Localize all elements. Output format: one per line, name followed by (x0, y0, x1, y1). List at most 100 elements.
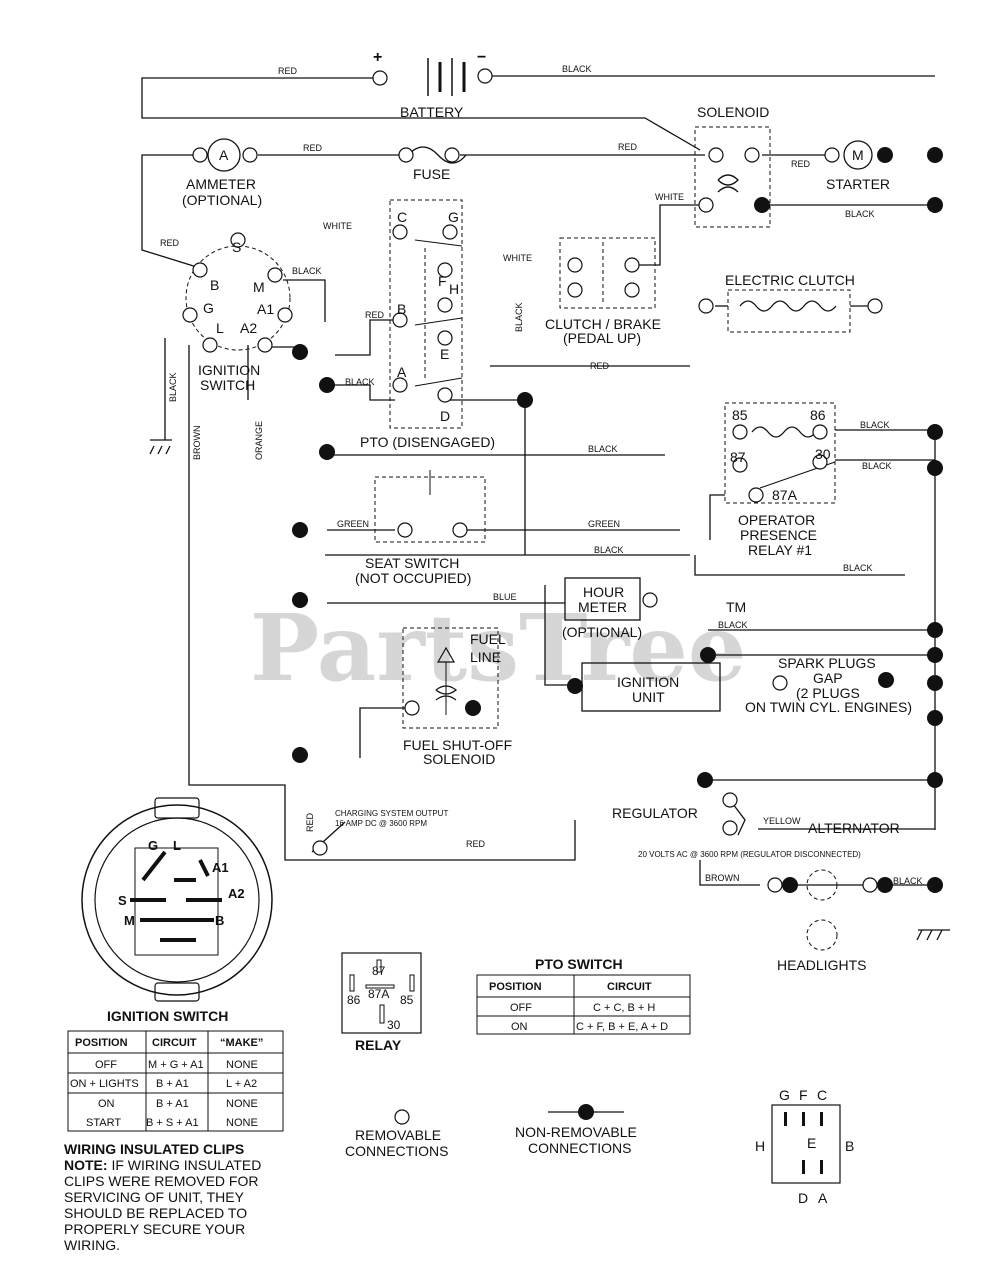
clutch-brake-label-1: CLUTCH / BRAKE (545, 316, 661, 332)
regulator-label: REGULATOR (612, 805, 698, 821)
ign-table-cell: B + A1 (156, 1098, 189, 1110)
wire-label-black: BLACK (168, 372, 178, 402)
fuel-solenoid-label-1: FUEL SHUT-OFF (403, 737, 512, 753)
wire-label-black: BLACK (845, 209, 875, 219)
wire-label-white: WHITE (323, 221, 352, 231)
ign-terminal-m: M (253, 279, 265, 295)
relay-terminal-87a: 87A (772, 487, 798, 503)
legend-removable-2: CONNECTIONS (345, 1143, 448, 1159)
wire-label-red: RED (305, 812, 315, 832)
ignition-unit-label-1: IGNITION (617, 674, 679, 690)
pinout-d: D (798, 1190, 808, 1206)
wire-label-white: WHITE (655, 192, 684, 202)
relay-detail-87a: 87A (368, 987, 389, 1001)
wire-label-black: BLACK (345, 377, 375, 387)
wiring-notes: WIRING INSULATED CLIPS NOTE: IF WIRING I… (64, 1141, 304, 1253)
wire-label-red: RED (160, 238, 180, 248)
wire-label-black: BLACK (893, 876, 923, 886)
wire-label-blue: BLUE (493, 592, 517, 602)
ign-detail-a1: A1 (212, 860, 229, 875)
ign-table-header: CIRCUIT (152, 1037, 197, 1049)
seat-switch-label-2: (NOT OCCUPIED) (355, 570, 471, 586)
fuse-label: FUSE (413, 166, 450, 182)
ign-detail-m: M (124, 913, 135, 928)
ammeter-label: AMMETER (186, 176, 256, 192)
ign-table-cell: B + S + A1 (146, 1117, 199, 1129)
ign-table-cell: B + A1 (156, 1078, 189, 1090)
wire-label-white: WHITE (503, 253, 532, 263)
pto-switch-table: PTO SWITCH POSITION CIRCUIT OFF C + C, B… (476, 956, 691, 1035)
charging-label-2: 16 AMP DC @ 3600 RPM (335, 819, 427, 828)
pinout-b: B (845, 1138, 854, 1154)
pto-terminal-b: B (397, 301, 406, 317)
pto-disengaged-label: PTO (DISENGAGED) (360, 434, 495, 450)
ignition-switch-detail: G L A1 S A2 M B IGNITION SWITCH (81, 797, 273, 1024)
battery-minus: − (477, 49, 486, 66)
pto-terminal-g: G (448, 209, 459, 225)
relay-terminal-30: 30 (815, 446, 831, 462)
pinout-f: F (799, 1087, 808, 1103)
relay-detail: 87 86 87A 85 30 RELAY (341, 952, 422, 1053)
wire-label-black: BLACK (292, 266, 322, 276)
notes-label: NOTE: (64, 1157, 108, 1173)
spark-plugs-label-2: GAP (813, 670, 843, 686)
component-labels: RED BLACK + − BATTERY SOLENOID A AMMETER… (160, 49, 923, 973)
pinout-h: H (755, 1138, 765, 1154)
notes-title: WIRING INSULATED CLIPS (64, 1141, 245, 1157)
pto-switch-title: PTO SWITCH (535, 956, 623, 972)
wire-label-black: BLACK (562, 64, 592, 74)
headlights-label: HEADLIGHTS (777, 957, 866, 973)
wire-label-red: RED (303, 143, 323, 153)
spark-plugs-label-4: ON TWIN CYL. ENGINES) (745, 699, 912, 715)
watermark-tm: TM (726, 599, 746, 615)
wire-label-black: BLACK (718, 620, 748, 630)
pinout-a: A (818, 1190, 828, 1206)
electric-clutch-label: ELECTRIC CLUTCH (725, 272, 855, 288)
starter-symbol: M (852, 147, 864, 163)
wire-label-black: BLACK (594, 545, 624, 555)
pto-table-cell: C + C, B + H (593, 1002, 655, 1014)
ign-terminal-a1: A1 (257, 301, 274, 317)
ignition-unit-label-2: UNIT (632, 689, 665, 705)
operator-presence-label-3: RELAY #1 (748, 542, 812, 558)
wire-label-red: RED (466, 839, 486, 849)
notes-text: IF WIRING INSULATED CLIPS WERE REMOVED F… (64, 1157, 262, 1253)
legend-removable-1: REMOVABLE (355, 1127, 441, 1143)
ammeter-note: (OPTIONAL) (182, 192, 262, 208)
ign-table-header: “MAKE” (220, 1037, 263, 1049)
wire-label-orange: ORANGE (254, 421, 264, 460)
pto-terminal-d: D (440, 408, 450, 424)
spark-plugs-label-3: (2 PLUGS (796, 685, 860, 701)
legend-non-removable-1: NON-REMOVABLE (515, 1124, 637, 1140)
wire-label-black: BLACK (514, 302, 524, 332)
fuel-line-label-1: FUEL (470, 631, 506, 647)
solenoid-label: SOLENOID (697, 104, 769, 120)
battery-label: BATTERY (400, 104, 464, 120)
wire-label-red: RED (791, 159, 811, 169)
ign-table-cell: ON (98, 1098, 115, 1110)
ign-table-cell: NONE (226, 1117, 258, 1129)
hour-meter-label-2: METER (578, 599, 627, 615)
pto-terminal-a: A (397, 364, 407, 380)
relay-detail-30: 30 (387, 1018, 401, 1032)
relay-terminal-87: 87 (730, 449, 746, 465)
clutch-brake-label-2: (PEDAL UP) (563, 330, 641, 346)
ignition-switch-label-1: IGNITION (198, 362, 260, 378)
operator-presence-label-2: PRESENCE (740, 527, 817, 543)
wire-label-red: RED (618, 142, 638, 152)
ign-terminal-s: S (232, 239, 241, 255)
wire-label-black: BLACK (588, 444, 618, 454)
pto-terminal-c: C (397, 209, 407, 225)
spark-plugs-label-1: SPARK PLUGS (778, 655, 876, 671)
pto-table-cell: C + F, B + E, A + D (576, 1021, 668, 1033)
ign-table-cell: START (86, 1117, 121, 1129)
alternator-note: 20 VOLTS AC @ 3600 RPM (REGULATOR DISCON… (638, 850, 861, 859)
wire-label-red: RED (278, 66, 298, 76)
operator-presence-label-1: OPERATOR (738, 512, 815, 528)
ign-detail-g: G (148, 838, 158, 853)
wire-label-green: GREEN (588, 519, 620, 529)
ign-detail-a2: A2 (228, 886, 245, 901)
wire-label-red: RED (365, 310, 385, 320)
wire-label-yellow: YELLOW (763, 816, 801, 826)
ign-table-cell: OFF (95, 1059, 117, 1071)
